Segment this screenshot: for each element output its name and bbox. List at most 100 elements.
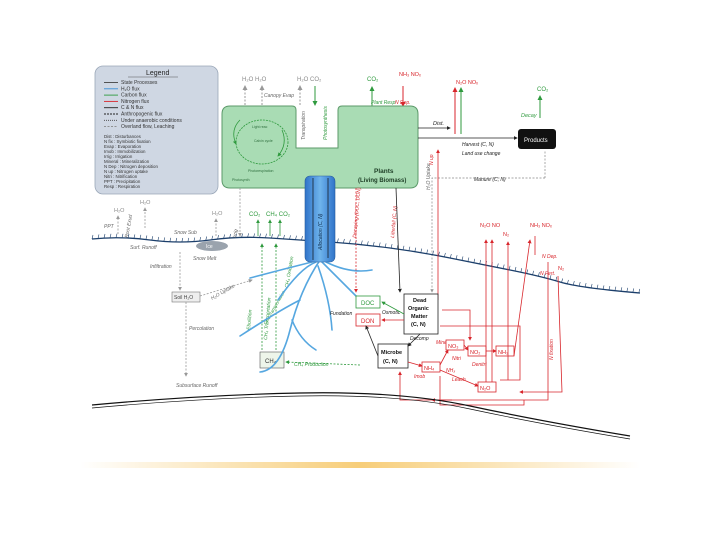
ice-patch xyxy=(196,241,228,251)
plants-box xyxy=(221,105,419,189)
legend-item-label: H₂O flux xyxy=(121,86,140,92)
label-snow-sub: Snow Sub xyxy=(174,230,197,236)
label-land-use: Land use change xyxy=(462,151,501,157)
legend-abbrev-item: PPT : Precipitation xyxy=(104,179,141,184)
legend-box xyxy=(94,65,219,195)
soil-surface-line xyxy=(91,233,641,294)
label-irrig: Irrig xyxy=(232,229,239,239)
products-box xyxy=(518,129,556,149)
legend-title: Legend xyxy=(146,70,169,77)
label-no2: NO₂ xyxy=(470,350,480,356)
label-ch4-co2: CH₄ CO₂ xyxy=(266,212,291,218)
label-soil-h2o: Soil H₂O xyxy=(174,295,193,301)
label-h2o-b: H₂O xyxy=(140,200,151,206)
label-osmotic: Osmotic xyxy=(382,310,401,316)
legend-item-label: State Processes xyxy=(121,80,158,86)
label-h2o-upt-2: H₂O Uptake xyxy=(426,163,432,190)
photosynthesis-cycle: Light reac Calvin cycle Photorespiration… xyxy=(232,119,289,182)
legend-item-label: Nitrogen flux xyxy=(121,99,150,105)
label-n2o: N₂O xyxy=(480,386,491,392)
label-plant-resp: Plant Resp xyxy=(371,100,396,106)
label-ch4-production: CH₄ Production xyxy=(294,362,329,368)
label-h2o-c: H₂O xyxy=(212,211,223,217)
label-n2: N₂ xyxy=(503,232,509,238)
legend-abbrev-item: Resp : Respiration xyxy=(104,184,141,189)
label-infiltration: Infiltration xyxy=(150,264,172,270)
allocation-column xyxy=(304,175,336,263)
label-co2-top: CO₂ xyxy=(367,77,379,83)
legend-abbrev-item: N Dep : Nitrogen deposition xyxy=(104,164,158,169)
label-microbe-cn: (C, N) xyxy=(383,359,398,365)
label-transpiration: Transpiration xyxy=(301,111,307,140)
legend-abbrev-item: N fix : Symbiotic fixation xyxy=(104,139,151,144)
dead-om-line-2: Organic xyxy=(408,306,429,312)
legend-abbrev-item: Nitri : Nitrification xyxy=(104,174,138,179)
label-photosynthesis: Photosynthesis xyxy=(323,106,329,140)
legend-abbrev-item: Dist : Disturbances xyxy=(104,134,142,139)
label-ch4: CH₄ xyxy=(265,359,277,365)
label-ch4-oxidation: CH₄ Oxidation xyxy=(284,256,295,289)
plants-subtitle: (Living Biomass) xyxy=(358,178,406,184)
label-decomp: Decomp xyxy=(410,336,429,342)
dead-om-line-1: Dead xyxy=(413,298,426,304)
label-h2o-uptake: H₂O Uptake xyxy=(210,283,236,302)
cycle-label-photosynth: Photosynth xyxy=(232,178,250,182)
label-h2o-co2: H₂O CO₂ xyxy=(297,77,322,83)
label-n-dep-low: N Dep. xyxy=(542,254,558,260)
label-harvest: Harvest (C, N) xyxy=(462,142,494,148)
label-root-exud: Root Exud xyxy=(124,214,134,238)
label-nh3-small: NH₃ xyxy=(446,368,455,374)
legend-abbrev-item: Mineral : Mineralization xyxy=(104,159,150,164)
legend-item-label: Overland flow, Leaching xyxy=(121,124,175,130)
label-manure: Manure (C, N) xyxy=(474,177,506,183)
label-allocation: Allocation (C, N) xyxy=(318,213,324,251)
label-nh3: NH₃ xyxy=(498,350,508,356)
label-decay: Decay xyxy=(521,113,538,119)
products-label: Products xyxy=(524,138,548,144)
dead-om-line-3: Matter xyxy=(411,314,428,320)
label-n2o-no: N₂O NO xyxy=(480,223,501,229)
label-denitri: Denitri xyxy=(472,362,487,368)
legend-item-label: C & N flux xyxy=(121,105,144,111)
label-mineral: Mineral xyxy=(436,340,453,346)
label-imob: Imob xyxy=(414,374,425,380)
label-snow-melt: Snow Melt xyxy=(193,256,217,262)
label-n-dep-top: N Dep. xyxy=(395,100,411,106)
label-litterfall: Litterfall (C, N) xyxy=(390,205,399,238)
legend-abbrev-item: Imob : Immobilization xyxy=(104,149,146,154)
cycle-label-light: Light reac xyxy=(252,125,268,129)
cycle-label-calvin: Calvin cycle xyxy=(254,139,273,143)
dead-om-box xyxy=(403,293,439,335)
label-no3: NO₃ xyxy=(448,344,459,350)
glow-divider xyxy=(80,462,640,468)
label-h2o-a: H₂O xyxy=(114,208,125,214)
doc-box xyxy=(355,295,381,309)
legend-abbrev-item: Evap : Evaporation xyxy=(104,144,142,149)
label-n2o-nox: N₂O NOₓ xyxy=(456,80,478,86)
label-ppt: PPT xyxy=(104,224,115,230)
n2o-box xyxy=(477,381,497,393)
label-dist: Dist. xyxy=(433,121,444,127)
label-co2-right: CO₂ xyxy=(537,87,549,93)
legend-abbrev-item: N up : Nitrogen uptake xyxy=(104,169,148,174)
legend-item-label: Anthropogenic flux xyxy=(121,112,163,118)
label-fundation: Fundation xyxy=(330,311,352,317)
cycle-label-photoresp: Photorespiration xyxy=(248,169,274,173)
label-surf-runoff: Surf. Runoff xyxy=(130,245,157,251)
label-co2-lower: CO₂ xyxy=(249,212,261,218)
label-decaying: Decaying (DOC, DON) xyxy=(352,187,362,238)
label-nup: N up xyxy=(429,154,435,165)
label-nh3-nox-low: NH₃ NOₓ xyxy=(530,223,552,229)
label-n2-right: N₂ xyxy=(558,266,564,272)
label-percolation: Percolation xyxy=(189,326,214,332)
label-ice: Ice xyxy=(206,244,213,250)
label-nh3-nox: NH₃ NOₓ xyxy=(399,72,421,78)
legend-abbrev-item: Irrig : Irrigation xyxy=(104,154,133,159)
legend-item-label: Under anaerobic conditions xyxy=(121,118,182,124)
label-n-fixation: N fixation xyxy=(549,339,555,360)
